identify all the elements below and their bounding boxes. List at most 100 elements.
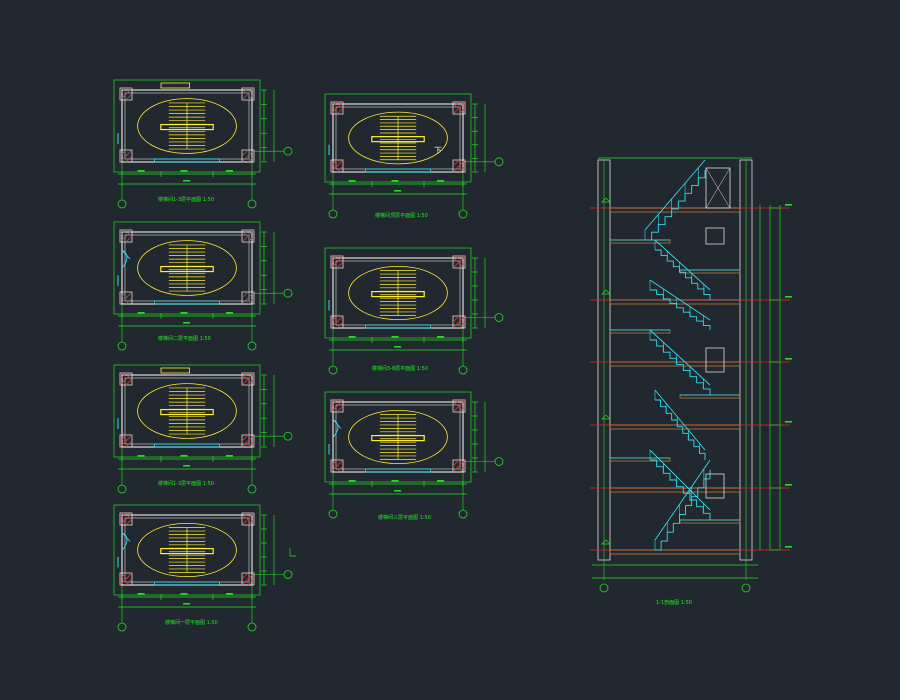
stair-boundary-oval — [137, 240, 237, 296]
stair-flight — [655, 470, 711, 551]
plan-title-a1: 楼梯间1-3层平面图 1:50 — [158, 196, 214, 203]
wall-hatch — [125, 518, 133, 526]
wall-hatch — [119, 434, 127, 442]
plan-b3 — [324, 391, 504, 519]
wall-hatch — [458, 321, 466, 329]
dimension-text-mark — [437, 336, 444, 338]
dimension-text-mark — [785, 484, 792, 486]
window-top — [160, 367, 191, 374]
elevation-marker-icon — [601, 414, 611, 420]
axis-bubble-icon — [328, 209, 338, 219]
stair-flight — [645, 170, 706, 241]
axis-bubble-icon — [494, 313, 504, 322]
wall-hatch — [336, 261, 344, 269]
wall-hatch — [458, 165, 466, 173]
dimension-text-mark — [394, 190, 402, 192]
plan-frame — [113, 221, 261, 315]
wall-hatch — [247, 440, 255, 448]
wall-hatch — [125, 440, 133, 448]
wall-hatch — [336, 465, 344, 473]
wall-hatch — [241, 149, 249, 157]
floor-slab — [609, 299, 741, 305]
wall-hatch — [125, 578, 133, 586]
wall-hatch — [241, 512, 249, 520]
dimension-text-mark — [180, 593, 188, 595]
wall-hatch — [125, 93, 133, 101]
plans-layer — [113, 79, 504, 632]
section-title: 1-1剖面图 1:50 — [656, 599, 692, 606]
dimension-text-mark — [348, 336, 356, 338]
wall-hatch — [452, 399, 466, 413]
wall-hatch — [119, 512, 133, 526]
stair-boundary-oval — [137, 98, 237, 154]
wall-hatch — [241, 87, 255, 101]
wall-hatch — [241, 149, 255, 163]
stair-handrail — [654, 389, 706, 451]
wall-hatch — [330, 315, 338, 323]
plan-down-label: 下 — [434, 146, 442, 155]
plan-title-a2: 楼梯间二层平面图 1:50 — [158, 335, 211, 342]
dimension-text-mark — [785, 546, 792, 548]
axis-bubble-icon — [117, 484, 127, 494]
dimension-text-mark — [348, 480, 356, 482]
wall-hatch — [452, 459, 466, 473]
axis-bubble-icon — [117, 622, 127, 632]
wall-hatch — [241, 372, 249, 380]
stair-handrail — [654, 239, 711, 291]
titles-layer: 楼梯间1-3层平面图 1:50 楼梯间二层平面图 1:50 楼梯间1-3层平面图… — [158, 146, 692, 626]
dimension-text-mark — [785, 296, 792, 298]
axis-bubble-icon — [458, 509, 468, 519]
wall-hatch — [119, 372, 127, 380]
wall-hatch — [452, 399, 460, 407]
wall-hatch — [452, 315, 466, 329]
wall-hatch — [125, 378, 133, 386]
wall-hatch — [241, 372, 255, 386]
window-strip — [154, 581, 220, 586]
wall-hatch — [247, 93, 255, 101]
wall-hatch — [119, 149, 133, 163]
stair-boundary-oval — [348, 265, 448, 320]
wall-hatch — [336, 107, 344, 115]
dimension-text-mark — [391, 336, 399, 338]
dimension-text-mark — [137, 312, 145, 314]
axis-bubble-icon — [599, 583, 609, 593]
dimension-text-mark — [226, 593, 233, 595]
dimension-text-mark — [394, 490, 402, 492]
wall-hatch — [330, 315, 344, 329]
wall-hatch — [336, 321, 344, 329]
wall-hatch — [241, 434, 255, 448]
door-swing-icon — [332, 419, 342, 438]
wall-hatch — [119, 229, 127, 237]
axis-bubble-icon — [117, 199, 127, 209]
plan-title-a4: 楼梯间一层平面图 1:50 — [165, 619, 218, 626]
wall-hatch — [241, 291, 249, 299]
section-window — [705, 167, 731, 209]
axis-bubble-icon — [247, 484, 257, 494]
stair-boundary-oval — [137, 523, 237, 578]
plan-title-b1: 楼梯间顶层平面图 1:50 — [375, 212, 428, 219]
dimension-text-mark — [183, 180, 191, 182]
wall-hatch — [458, 107, 466, 115]
axis-bubble-icon — [458, 365, 468, 375]
plan-frame — [324, 247, 472, 339]
stair-handrail — [649, 329, 711, 386]
wall-hatch — [452, 315, 460, 323]
dimension-text-mark — [183, 465, 191, 467]
wall-hatch — [241, 512, 255, 526]
stair-handrail — [644, 159, 706, 231]
wall-hatch — [119, 572, 133, 586]
dimension-text-mark — [437, 180, 444, 182]
wall-hatch — [330, 399, 344, 413]
wall-hatch — [330, 159, 344, 173]
axis-bubble-icon — [328, 509, 338, 519]
axis-bubble-icon — [283, 288, 293, 298]
stair-handrail — [649, 279, 711, 321]
plan-title-b3: 楼梯间三层平面图 1:50 — [378, 514, 431, 521]
window-strip — [365, 168, 431, 173]
wall-hatch — [247, 235, 255, 243]
dimension-text-mark — [394, 346, 402, 348]
plan-frame — [324, 93, 472, 183]
wall-hatch — [241, 434, 249, 442]
wall-hatch — [125, 297, 133, 305]
section-window — [705, 347, 725, 373]
